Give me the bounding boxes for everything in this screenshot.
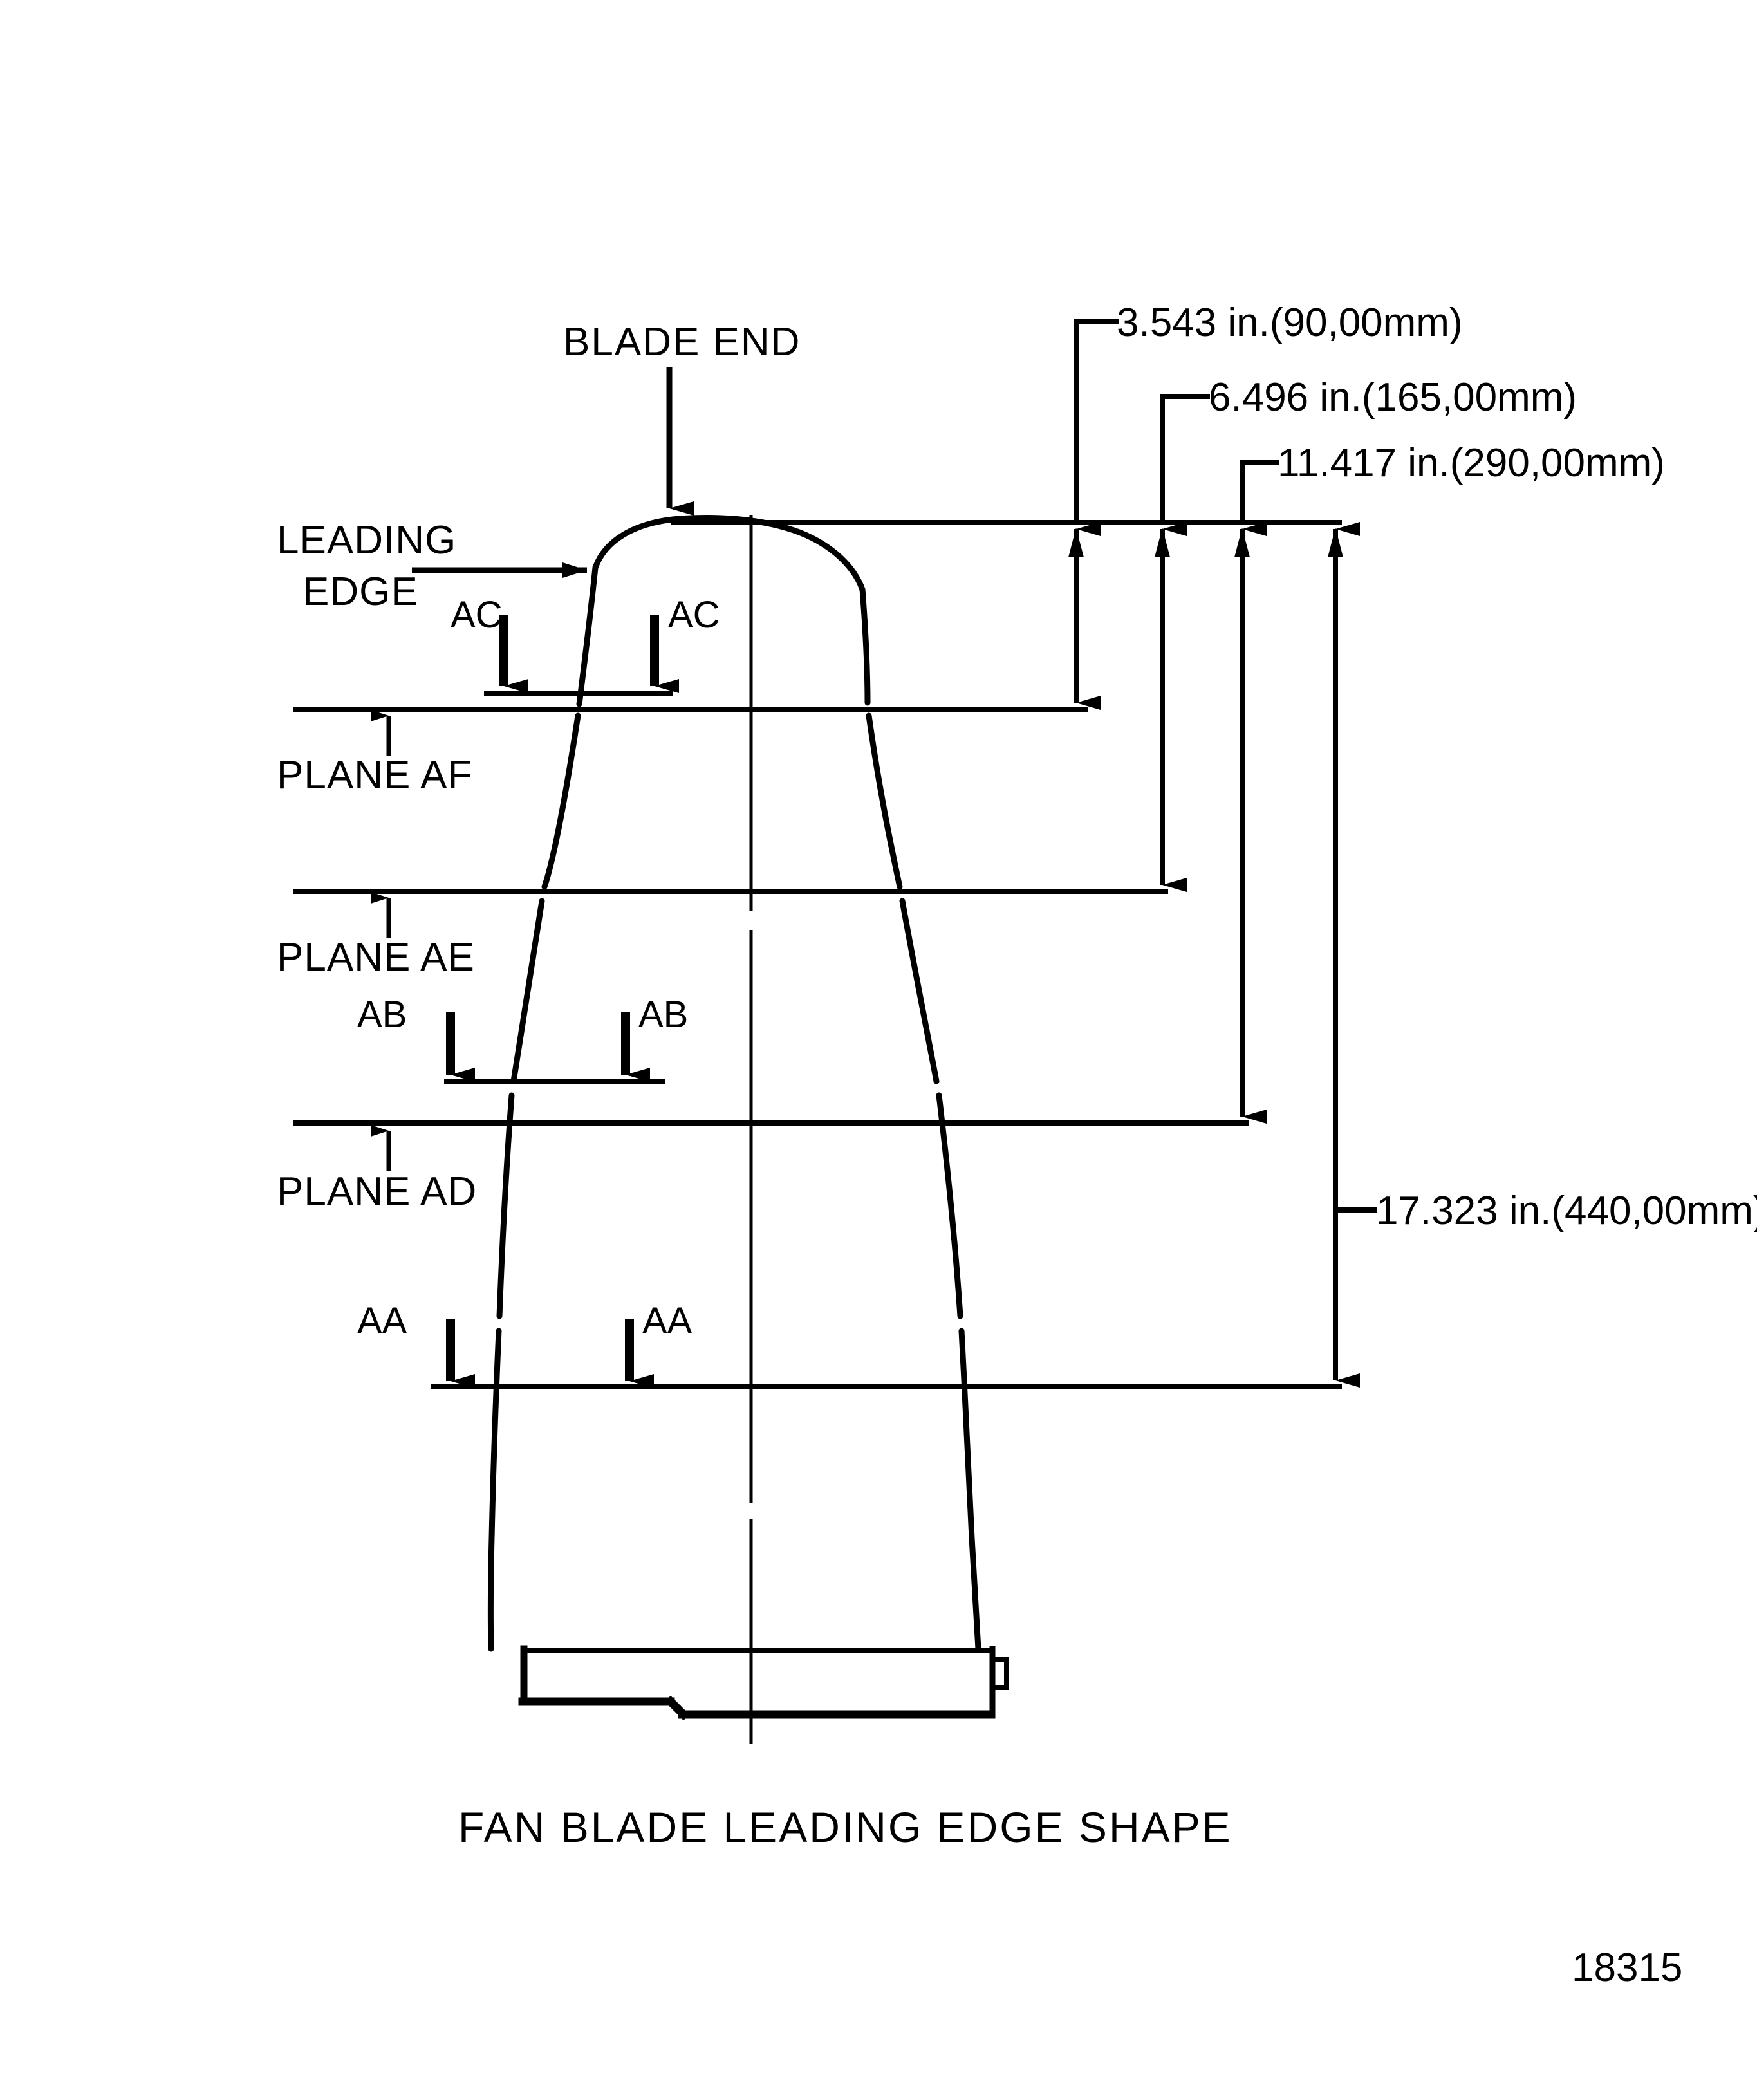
plane-reference-lines (293, 520, 1342, 1389)
blade-root-platform (518, 1645, 1009, 1721)
section-mark-aa-left: AA (357, 1300, 407, 1342)
figure-number: 18315 (1572, 1946, 1682, 1990)
plane-ae-label: PLANE AE (277, 935, 475, 980)
blade-tip-curve (592, 515, 866, 593)
section-mark-ab-right: AB (638, 994, 688, 1036)
trailing-edge-seg-5 (958, 1328, 975, 1541)
leading-edge-seg-1 (576, 564, 599, 707)
dimension-label-3543: 3.543 in.(90,00mm) (1117, 301, 1463, 345)
leading-edge-seg-3 (510, 898, 545, 1084)
trailing-edge-seg-4 (936, 1092, 963, 1319)
dim-6496-top-head (1155, 528, 1170, 557)
leading-edge-seg-2 (541, 712, 581, 890)
dimension-lines (1074, 522, 1360, 1388)
leader-elbow-11417 (1240, 460, 1279, 523)
trailing-edge-seg-2 (866, 712, 903, 890)
section-mark-ab-left: AB (357, 994, 407, 1036)
figure-caption: FAN BLADE LEADING EDGE SHAPE (458, 1803, 1232, 1851)
leading-edge-seg-5 (488, 1328, 502, 1541)
dimension-label-11417: 11.417 in.(290,00mm) (1278, 441, 1665, 485)
section-mark-ac-right: AC (668, 594, 720, 636)
leading-edge-label-line1: LEADING (277, 518, 456, 562)
root-retention-tab (990, 1657, 1009, 1690)
dimension-top-arrowheads (1068, 528, 1343, 557)
leader-elbow-3543 (1074, 319, 1119, 523)
dim-17323-top-head (1328, 528, 1343, 557)
trailing-edge-seg-6 (969, 1535, 981, 1652)
leading-edge-label-line2: EDGE (302, 570, 418, 614)
section-mark-arrows (446, 615, 679, 1388)
dim-3543-top-head (1068, 528, 1084, 557)
trailing-edge-seg-1 (859, 586, 871, 706)
plane-af-label: PLANE AF (277, 753, 472, 797)
trailing-edge-seg-3 (899, 898, 940, 1084)
dim-11417-top-head (1234, 528, 1250, 557)
dimension-label-17323: 17.323 in.(440,00mm) (1376, 1189, 1757, 1233)
leader-elbow-6496 (1160, 394, 1210, 523)
dimension-label-6496: 6.496 in.(165,00mm) (1209, 375, 1577, 420)
blade-end-label: BLADE END (563, 320, 801, 364)
diagram-text-labels: BLADE END LEADING EDGE AC AC PLANE AF PL… (277, 301, 1757, 1990)
section-mark-aa-right: AA (642, 1300, 693, 1342)
plane-ad-label: PLANE AD (277, 1169, 477, 1214)
dimension-leader-elbows (1074, 319, 1377, 1213)
leading-edge-seg-4 (496, 1092, 515, 1319)
section-mark-ac-left: AC (451, 594, 503, 636)
leading-edge-seg-6 (487, 1535, 495, 1652)
